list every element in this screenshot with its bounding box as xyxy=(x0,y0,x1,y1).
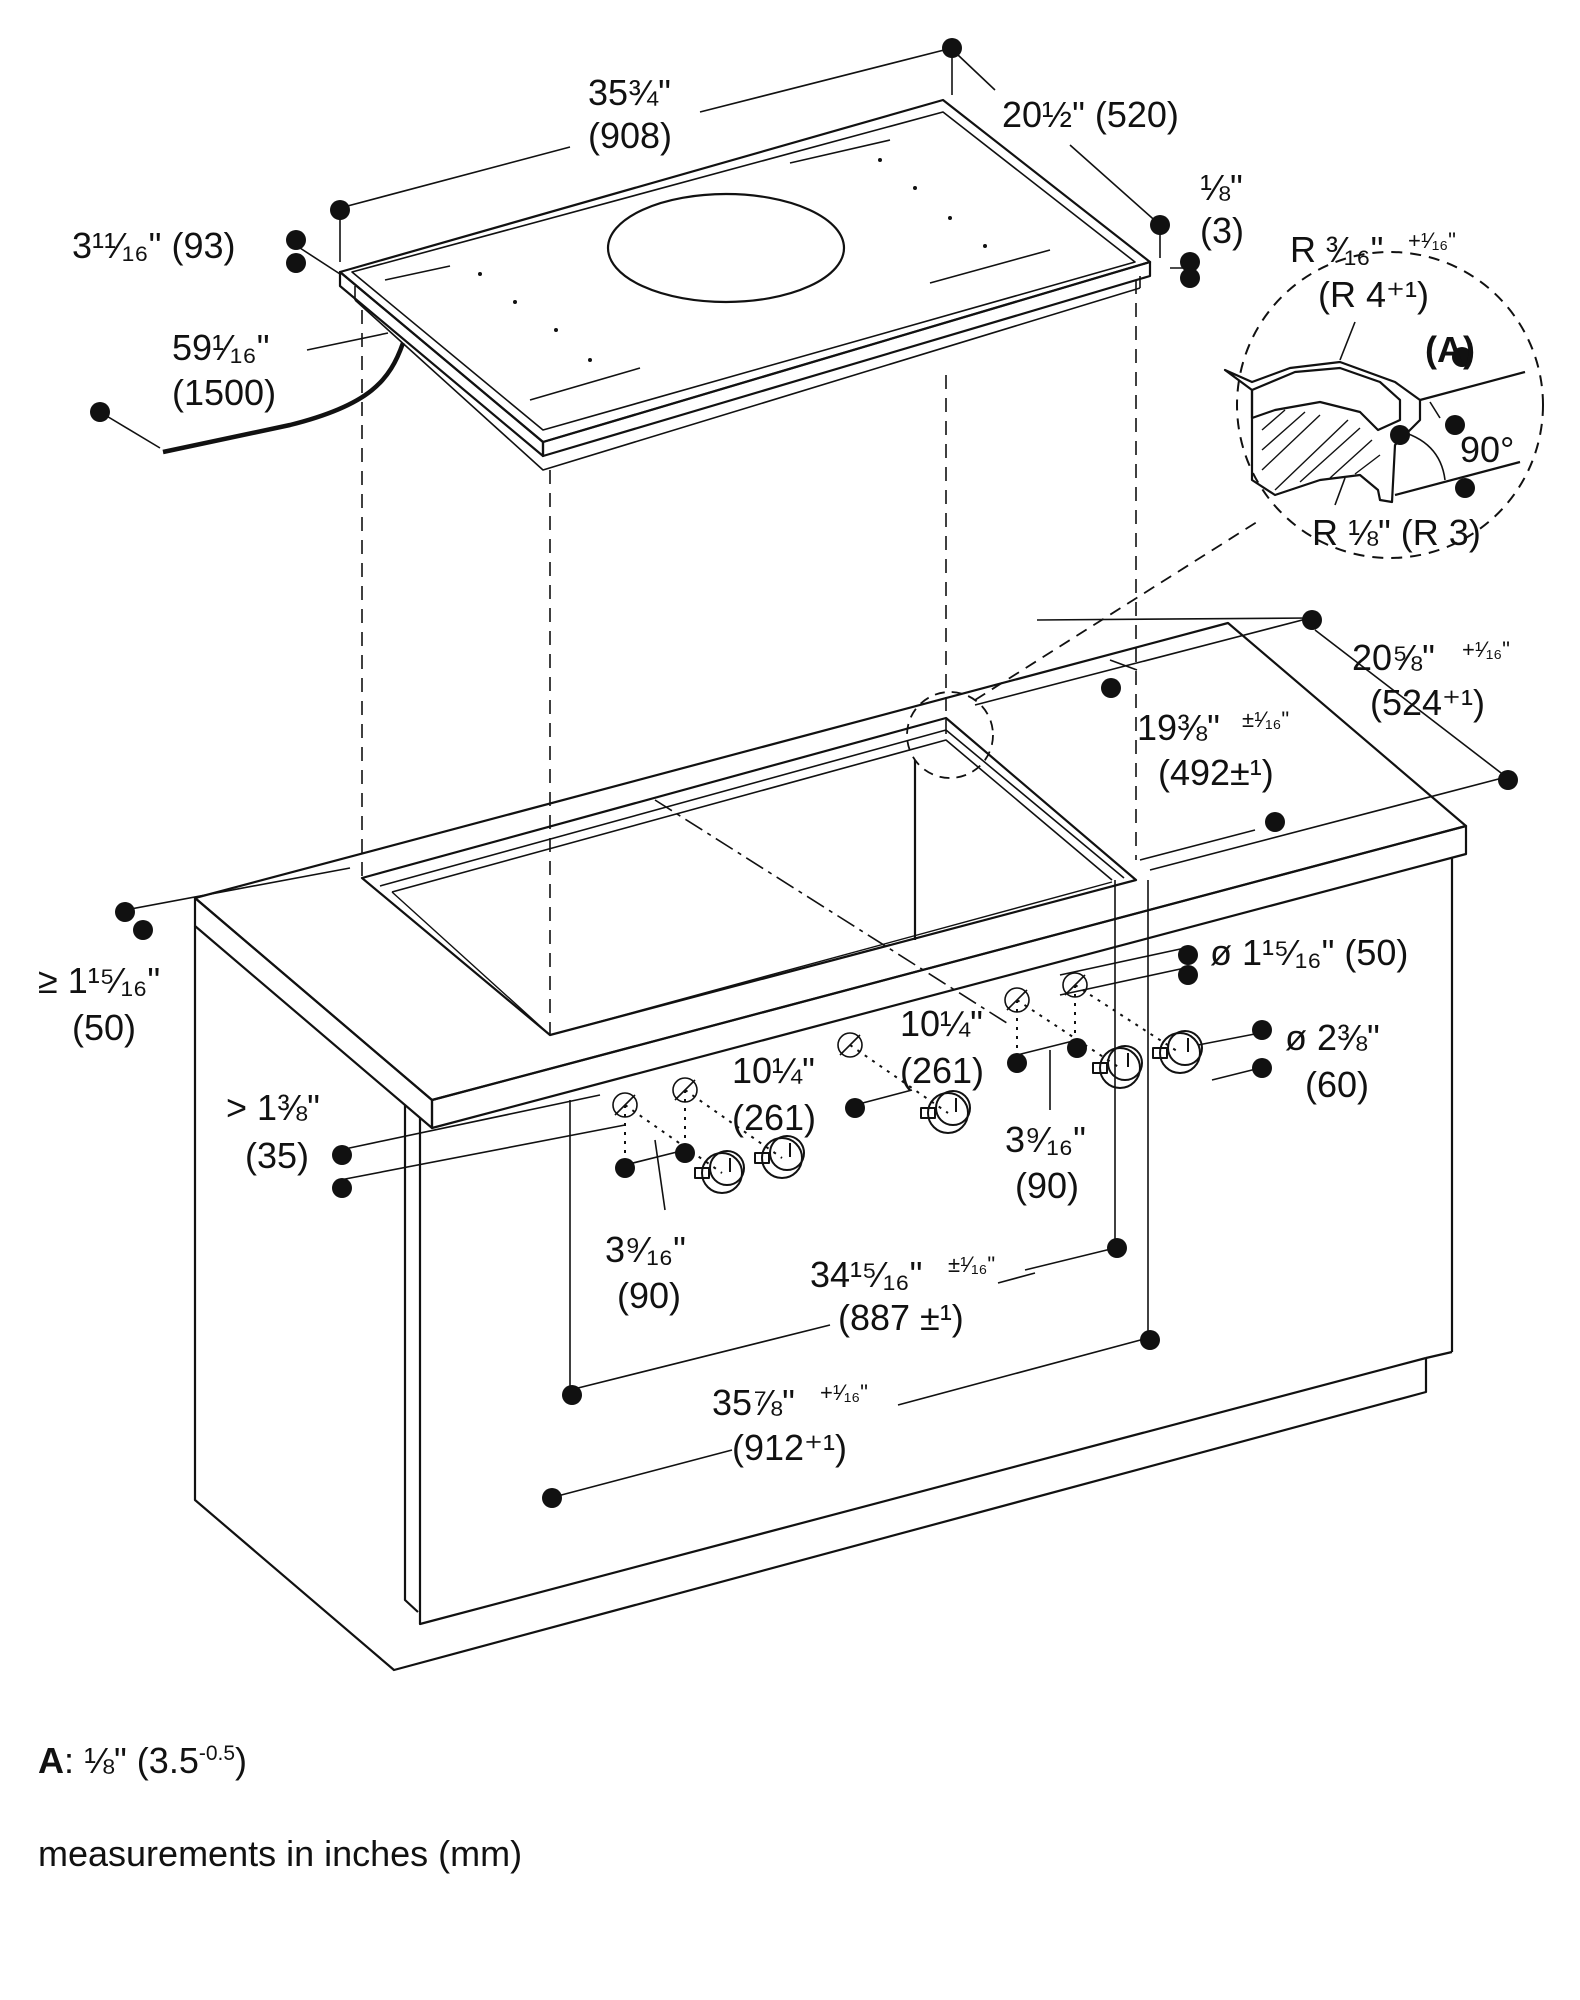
cutout-width-inner-mm-label: (887 ±¹) xyxy=(838,1297,964,1338)
knob-offset-left-in-label: 3⁹⁄₁₆" xyxy=(605,1229,686,1270)
cutout-depth-outer-tol-label: +¹⁄₁₆" xyxy=(1462,637,1510,662)
front-in-label: > 1⅜" xyxy=(226,1087,320,1128)
spacing-left-mm-label: (261) xyxy=(732,1097,816,1138)
knob-large-in-label: ø 2⅜" xyxy=(1285,1017,1380,1058)
spacing-left-in-label: 10¼" xyxy=(732,1050,815,1091)
cutout-width-outer-tol-label: +¹⁄₁₆" xyxy=(820,1380,868,1405)
note-a-key: A xyxy=(38,1740,64,1781)
cooktop xyxy=(338,98,1152,471)
spacing-right-mm-label: (261) xyxy=(900,1050,984,1091)
knob xyxy=(754,1135,805,1179)
countertop xyxy=(193,621,1468,1130)
note-a-text: : ⅛" (3.5 xyxy=(64,1740,199,1781)
knobs xyxy=(612,972,1203,1194)
knob-offset-left-mm-label: (90) xyxy=(617,1275,681,1316)
detail-radius-top-label: R ³⁄₁₆" xyxy=(1290,229,1383,270)
cable-in-label: 59¹⁄₁₆" xyxy=(172,327,270,368)
dimension-lines xyxy=(99,47,1511,1499)
detail-radius-top-tol-label: +¹⁄₁₆" xyxy=(1408,228,1456,253)
cutout-depth-outer-mm-label: (524⁺¹) xyxy=(1370,682,1485,723)
spacing-right-in-label: 10¼" xyxy=(900,1003,983,1044)
knob-offset-right-in-label: 3⁹⁄₁₆" xyxy=(1005,1119,1086,1160)
knob-small-label: ø 1¹⁵⁄₁₆" (50) xyxy=(1210,932,1408,973)
knob xyxy=(1092,1045,1143,1089)
knob xyxy=(920,1090,971,1134)
width-mm-label: (908) xyxy=(588,115,672,156)
detail-angle-label: 90° xyxy=(1460,429,1514,470)
knob-large-mm-label: (60) xyxy=(1305,1064,1369,1105)
power-cable xyxy=(162,342,406,455)
depth-label: 20½" (520) xyxy=(1002,94,1179,135)
cutout-depth-outer-in-label: 20⅝" xyxy=(1352,637,1435,678)
units-note: measurements in inches (mm) xyxy=(38,1833,523,1874)
cutout-width-inner-in-label: 34¹⁵⁄₁₆" xyxy=(810,1254,922,1295)
note-a-close: ) xyxy=(235,1740,248,1781)
frame-in-label: ⅛" xyxy=(1200,167,1243,208)
cutout-width-outer-mm-label: (912⁺¹) xyxy=(732,1427,847,1468)
note-a: A: ⅛" (3.5-0.5) xyxy=(38,1740,247,1782)
front-mm-label: (35) xyxy=(245,1135,309,1176)
dimension-labels: 35¾" (908) 20½" (520) ⅛" (3) 3¹¹⁄₁₆" (93… xyxy=(38,72,1514,1468)
width-in-label: 35¾" xyxy=(588,72,671,113)
detail-radius-top-mm-label: (R 4⁺¹) xyxy=(1318,274,1429,315)
dimension-dots xyxy=(90,38,1518,1508)
knob xyxy=(694,1150,745,1194)
detail-a-label: (A) xyxy=(1425,329,1475,370)
cabinet xyxy=(193,858,1454,1672)
height-label: 3¹¹⁄₁₆" (93) xyxy=(72,225,235,266)
edge-in-label: ≥ 1¹⁵⁄₁₆" xyxy=(38,960,160,1001)
projection-lines xyxy=(361,280,1137,1035)
cutout xyxy=(360,519,1261,1037)
center-burner xyxy=(606,192,846,304)
cutout-width-outer-in-label: 35⅞" xyxy=(712,1382,795,1423)
detail-radius-bottom-label: R ⅛" (R 3) xyxy=(1312,512,1481,553)
note-a-sup: -0.5 xyxy=(198,1742,236,1765)
cutout-depth-inner-in-label: 19⅜" xyxy=(1137,707,1220,748)
knob xyxy=(1152,1030,1203,1074)
cutout-depth-inner-tol-label: ±¹⁄₁₆" xyxy=(1242,707,1289,732)
cutout-depth-inner-mm-label: (492±¹) xyxy=(1158,752,1274,793)
edge-mm-label: (50) xyxy=(72,1007,136,1048)
cable-mm-label: (1500) xyxy=(172,372,276,413)
knob-offset-right-mm-label: (90) xyxy=(1015,1165,1079,1206)
frame-mm-label: (3) xyxy=(1200,210,1244,251)
cutout-width-inner-tol-label: ±¹⁄₁₆" xyxy=(948,1252,995,1277)
